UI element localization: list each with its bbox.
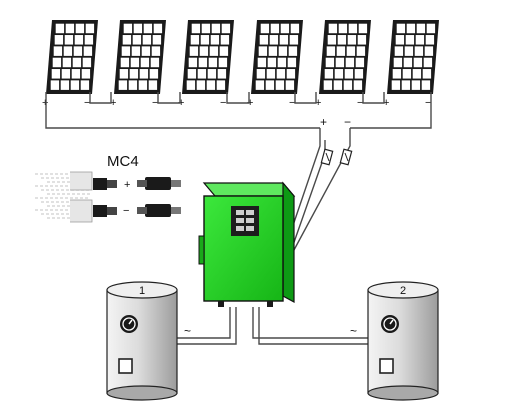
tank-2-number: 2 [400,285,406,297]
junction-minus-label: − [344,115,351,129]
dc-cable-to-controller [285,128,351,251]
ac-wiring [176,307,371,345]
controller-display-panel [231,206,259,236]
panel-4-minus-label: − [289,97,295,109]
water-tank-1: 1 [106,281,178,401]
solar-panel-1: +− [42,20,98,109]
panel-6-minus-label: − [425,97,431,109]
panel-1-minus-label: − [84,97,90,109]
panel-6-plus-label: + [383,97,389,109]
panel-3-plus-label: + [178,97,184,109]
tank-1-ac-label: ~ [184,324,191,338]
solar-panel-2: +− [110,20,166,109]
mc4-connector-minus [93,204,181,217]
mc4-plus-label: + [124,179,130,191]
panel-2-plus-label: + [110,97,116,109]
panel-wiring [45,92,432,129]
controller-unit [198,181,296,307]
panel-5-minus-label: − [357,97,363,109]
tank-1-number: 1 [139,285,145,297]
panel-3-minus-label: − [220,97,226,109]
solar-panel-array: +−+−+−+−+−+− [42,20,439,109]
inline-mc4-connector [320,148,353,166]
solar-panel-4: +− [247,20,303,109]
tank-2-switch [379,358,394,374]
panel-2-minus-label: − [152,97,158,109]
water-tank-2: 2 [367,281,439,401]
tank-1-switch [118,358,133,374]
panel-5-plus-label: + [315,97,321,109]
mc4-connector-plus [93,177,181,190]
mc4-minus-label: − [123,205,129,217]
solar-panel-3: +− [178,20,234,109]
mc4-label: MC4 [107,153,139,170]
mc4-cable-bundle [35,171,93,223]
panel-4-plus-label: + [247,97,253,109]
solar-panel-6: +− [383,20,439,109]
junction-plus-label: + [320,115,327,129]
tank-2-ac-label: ~ [350,324,357,338]
solar-panel-5: +− [315,20,371,109]
panel-1-plus-label: + [42,97,48,109]
